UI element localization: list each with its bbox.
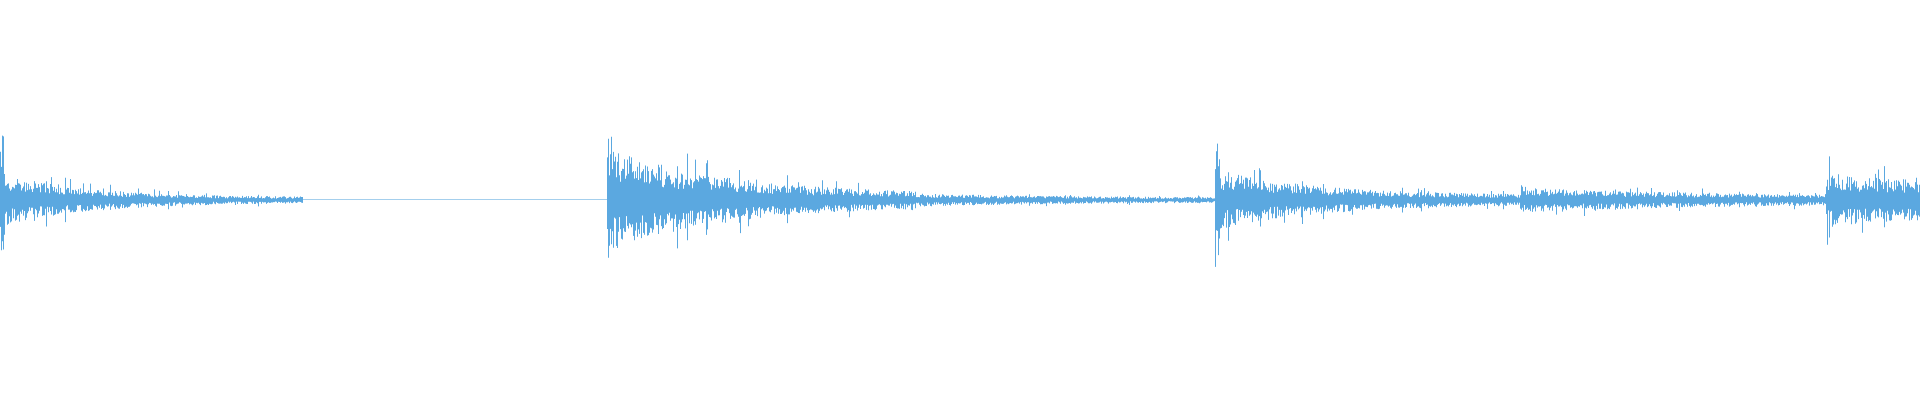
waveform-amplitude-path bbox=[0, 135, 1920, 267]
waveform-peaks bbox=[0, 135, 1920, 267]
